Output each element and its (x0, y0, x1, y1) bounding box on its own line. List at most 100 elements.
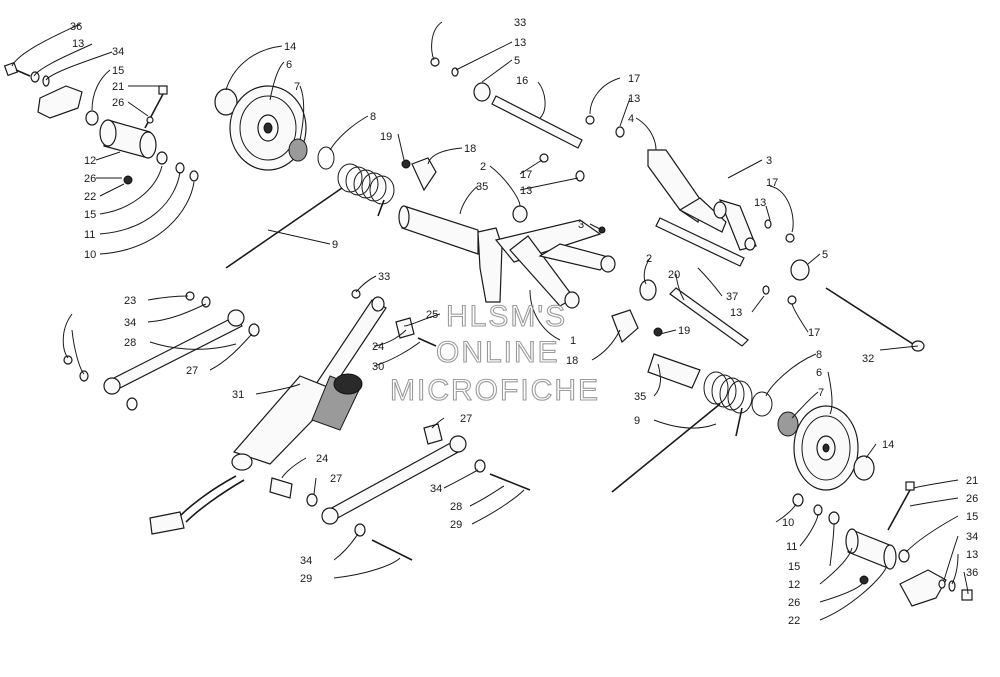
bolt-33-mid (351, 289, 361, 299)
callout-28-l: 28 (124, 337, 136, 349)
callout-26-r: 26 (966, 493, 978, 505)
callout-14-r: 14 (882, 439, 894, 451)
callout-6-r: 6 (816, 367, 822, 379)
torsion-spring-9-right (611, 371, 753, 493)
bolt-30 (417, 337, 437, 347)
callout-26-r2: 26 (788, 597, 800, 609)
callout-26b-tl: 26 (84, 173, 96, 185)
callout-numbers: 36 13 34 15 21 26 12 26 22 15 11 10 14 6… (70, 17, 978, 627)
callout-11-r: 11 (786, 541, 797, 553)
bushing-2-mid (639, 279, 657, 301)
callout-3-r: 3 (766, 155, 772, 167)
long-bolt-32 (825, 287, 917, 347)
callout-28-b: 28 (450, 501, 462, 513)
callout-32-r: 32 (862, 353, 874, 365)
callout-34-b: 34 (430, 483, 442, 495)
callout-15-r2: 15 (788, 561, 800, 573)
washer-13-right (764, 219, 772, 229)
bearing-7-left (288, 138, 308, 162)
link-rod-28-upper (103, 309, 245, 395)
callout-17-r: 17 (766, 177, 778, 189)
bearing-14-right (853, 455, 875, 481)
bushing-5-right (790, 259, 810, 281)
callout-13-r2: 13 (966, 549, 978, 561)
callout-27-m: 27 (460, 413, 472, 425)
callout-12-tl: 12 (84, 155, 96, 167)
callout-13-t: 13 (514, 37, 526, 49)
callout-15-tl: 15 (112, 65, 124, 77)
shaft-37 (655, 217, 745, 267)
washer-10-left (189, 170, 199, 182)
bolt-33-top (430, 57, 440, 67)
nut-22-left (123, 175, 133, 185)
idler-wheel-6-right (793, 405, 859, 491)
callout-34-l: 34 (124, 317, 136, 329)
link-rod-28-lower (321, 435, 467, 525)
idler-wheel-6-left (229, 85, 307, 171)
shaft-16 (491, 95, 583, 149)
callout-14-tl: 14 (284, 41, 296, 53)
washer-34-lower (474, 459, 486, 473)
callout-23-l: 23 (124, 295, 136, 307)
callout-18-m: 18 (566, 355, 578, 367)
callout-17-t: 17 (628, 73, 640, 85)
bushing-27-mid (423, 423, 443, 445)
snap-ring-8-left (317, 146, 335, 170)
callout-16-t: 16 (516, 75, 528, 87)
bolt-21-left (144, 93, 164, 129)
callout-9-m: 9 (634, 415, 640, 427)
callout-22-tl: 22 (84, 191, 96, 203)
bolt-17-right (785, 233, 795, 243)
axle-housing-left (99, 119, 157, 159)
washer-19-right (653, 327, 663, 337)
bushing-27-upper (248, 323, 260, 337)
washer-13-left (30, 71, 40, 83)
callout-20-m: 20 (668, 269, 680, 281)
washer-19-left (401, 159, 411, 169)
callout-13-tl: 13 (72, 38, 84, 50)
right-axle-assembly (792, 481, 973, 607)
washer-11-left (175, 162, 185, 174)
watermark: HLSM'S ONLINE MICROFICHE (389, 299, 598, 407)
callout-15b-tl: 15 (84, 209, 96, 221)
callout-19-tl: 19 (380, 131, 392, 143)
callout-37-m: 37 (726, 291, 738, 303)
bearing-7-right (777, 411, 799, 437)
callout-19-m: 19 (678, 325, 690, 337)
callout-11-tl: 11 (84, 229, 95, 241)
washer-34-bottom (354, 523, 366, 537)
callout-35-m: 35 (634, 391, 646, 403)
leader-lines (11, 21, 969, 621)
bolt-17-top (585, 115, 595, 125)
callout-13-m: 13 (730, 307, 742, 319)
callout-8-r: 8 (816, 349, 822, 361)
callout-21-tl: 21 (112, 81, 124, 93)
callout-36-r: 36 (966, 567, 978, 579)
callout-24-b: 24 (316, 453, 328, 465)
bolt-29-lower (371, 539, 413, 561)
bushing-27-lower (306, 493, 318, 507)
bolt-17-mid (787, 295, 797, 305)
spring-block-18-left (411, 157, 437, 192)
callout-2-t: 2 (480, 161, 486, 173)
callout-4-t: 4 (628, 113, 634, 125)
bolt-36-left (3, 61, 31, 77)
bushing-24-lower (269, 477, 293, 499)
callout-7-r: 7 (818, 387, 824, 399)
callout-17-m: 17 (808, 327, 820, 339)
callout-3-c: 3 (578, 219, 584, 231)
washer-13-mid (762, 285, 770, 295)
callout-29-b: 29 (450, 519, 462, 531)
callout-7-tl: 7 (294, 81, 300, 93)
callout-25-m: 25 (426, 309, 438, 321)
bolt-21-head-left (158, 85, 168, 95)
callout-34-r: 34 (966, 531, 978, 543)
callout-18-tl: 18 (464, 143, 476, 155)
callout-15-r: 15 (966, 511, 978, 523)
callout-35-tl: 35 (476, 181, 488, 193)
bolt-29-upper (489, 473, 531, 491)
front-arm-frame (398, 205, 616, 309)
callout-27-b: 27 (330, 473, 342, 485)
washer-26-left (146, 116, 154, 124)
